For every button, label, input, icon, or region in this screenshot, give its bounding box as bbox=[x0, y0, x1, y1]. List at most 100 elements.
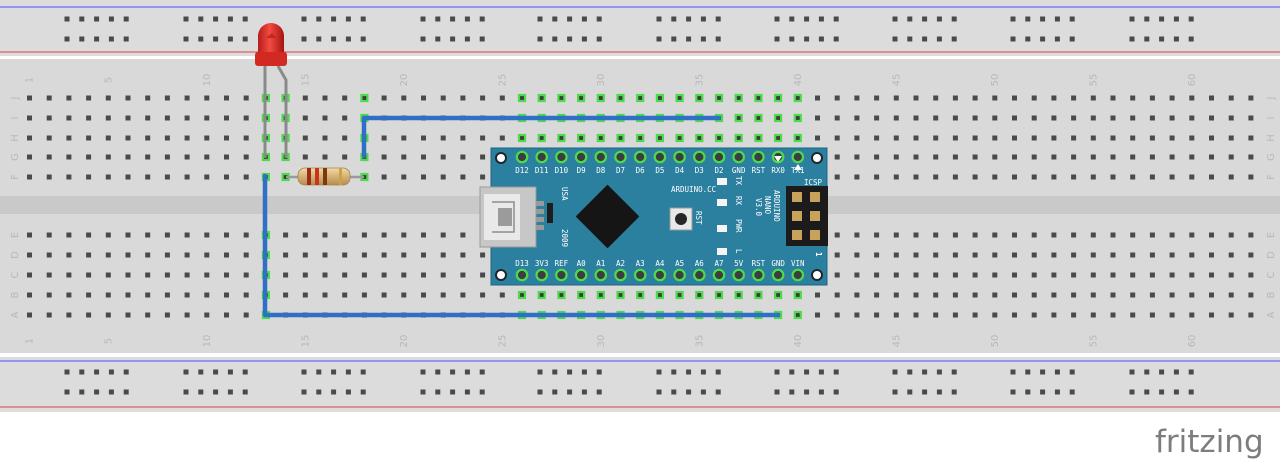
header-pin bbox=[673, 150, 686, 164]
rail-hole bbox=[316, 16, 322, 22]
terminal-hole bbox=[874, 135, 880, 141]
rail-hole bbox=[213, 389, 219, 395]
rail-hole bbox=[656, 36, 662, 42]
terminal-hole bbox=[952, 272, 958, 278]
rail-hole bbox=[301, 389, 307, 395]
terminal-hole bbox=[1090, 95, 1096, 101]
terminal-hole bbox=[1110, 312, 1116, 318]
terminal-hole bbox=[1169, 292, 1175, 298]
wire-signal[interactable] bbox=[361, 115, 722, 159]
terminal-hole bbox=[243, 232, 249, 238]
terminal-hole bbox=[401, 272, 407, 278]
terminal-hole bbox=[342, 232, 348, 238]
terminal-hole bbox=[854, 232, 860, 238]
wire-ground[interactable] bbox=[262, 173, 781, 318]
terminal-hole bbox=[854, 292, 860, 298]
terminal-hole bbox=[1248, 232, 1254, 238]
row-label: G bbox=[10, 153, 21, 161]
terminal-hole bbox=[854, 252, 860, 258]
terminal-hole bbox=[499, 135, 505, 141]
terminal-hole bbox=[913, 135, 919, 141]
terminal-hole bbox=[1149, 232, 1155, 238]
terminal-hole bbox=[1149, 272, 1155, 278]
terminal-hole bbox=[874, 115, 880, 121]
terminal-hole bbox=[1248, 292, 1254, 298]
terminal-hole bbox=[1051, 174, 1057, 180]
row-label: I bbox=[1266, 117, 1277, 120]
header-pin bbox=[614, 268, 627, 282]
terminal-hole bbox=[342, 292, 348, 298]
terminal-hole bbox=[874, 232, 880, 238]
rail-hole bbox=[1144, 16, 1150, 22]
connected-hole bbox=[655, 93, 665, 103]
rail-hole bbox=[1129, 389, 1135, 395]
brand-label: ARDUINO.CC bbox=[671, 185, 716, 194]
terminal-hole bbox=[224, 272, 229, 278]
terminal-hole bbox=[302, 154, 308, 160]
rail-hole bbox=[936, 369, 942, 375]
terminal-hole bbox=[1169, 232, 1175, 238]
pin-label: A5 bbox=[675, 259, 684, 268]
terminal-hole bbox=[86, 135, 92, 141]
terminal-hole bbox=[27, 272, 32, 278]
terminal-hole bbox=[1031, 292, 1037, 298]
terminal-hole bbox=[86, 232, 92, 238]
terminal-hole bbox=[480, 154, 486, 160]
terminal-hole bbox=[302, 272, 308, 278]
connected-hole bbox=[557, 133, 566, 143]
connected-hole bbox=[655, 290, 665, 300]
terminal-hole bbox=[381, 135, 387, 141]
terminal-hole bbox=[1130, 232, 1136, 238]
rail-hole bbox=[596, 36, 602, 42]
model-label-3: V3.0 bbox=[754, 198, 763, 217]
top-power-rail bbox=[0, 0, 1280, 56]
column-label: 30 bbox=[596, 335, 607, 348]
rail-hole bbox=[464, 389, 470, 395]
terminal-hole bbox=[361, 252, 367, 258]
rail-hole bbox=[183, 369, 189, 375]
terminal-hole bbox=[893, 232, 899, 238]
terminal-hole bbox=[480, 272, 486, 278]
connected-hole bbox=[517, 133, 527, 143]
rail-hole bbox=[774, 16, 780, 22]
connected-hole bbox=[537, 290, 546, 300]
rail-hole bbox=[804, 36, 810, 42]
terminal-hole bbox=[1189, 115, 1195, 121]
connected-hole bbox=[734, 133, 743, 143]
rail-hole bbox=[1040, 36, 1046, 42]
rail-hole bbox=[1173, 389, 1179, 395]
connected-hole bbox=[636, 133, 645, 143]
model-label-2: NANO bbox=[763, 196, 772, 215]
terminal-hole bbox=[1130, 252, 1136, 258]
terminal-hole bbox=[381, 95, 387, 101]
terminal-hole bbox=[27, 252, 32, 258]
terminal-hole bbox=[1228, 135, 1234, 141]
terminal-hole bbox=[145, 154, 151, 160]
terminal-hole bbox=[66, 174, 72, 180]
reset-button[interactable] bbox=[669, 207, 693, 231]
rail-hole bbox=[1173, 369, 1179, 375]
rail-hole bbox=[596, 369, 602, 375]
rail-hole bbox=[596, 389, 602, 395]
rail-hole bbox=[892, 369, 898, 375]
header-pin bbox=[752, 268, 765, 282]
terminal-hole bbox=[105, 95, 111, 101]
resistor[interactable] bbox=[286, 167, 364, 186]
terminal-hole bbox=[27, 292, 32, 298]
terminal-hole bbox=[1189, 312, 1195, 318]
rail-hole bbox=[198, 369, 204, 375]
terminal-hole bbox=[992, 115, 998, 121]
rail-hole bbox=[1159, 16, 1165, 22]
terminal-hole bbox=[1149, 135, 1155, 141]
terminal-hole bbox=[1228, 252, 1234, 258]
rail-hole bbox=[951, 36, 957, 42]
mini-usb-connector[interactable] bbox=[479, 186, 553, 248]
terminal-hole bbox=[893, 252, 899, 258]
connected-hole bbox=[360, 93, 369, 103]
red-led[interactable] bbox=[255, 23, 287, 66]
terminal-hole bbox=[460, 154, 466, 160]
terminal-hole bbox=[874, 154, 880, 160]
rail-hole bbox=[1069, 369, 1075, 375]
rail-hole bbox=[907, 16, 913, 22]
